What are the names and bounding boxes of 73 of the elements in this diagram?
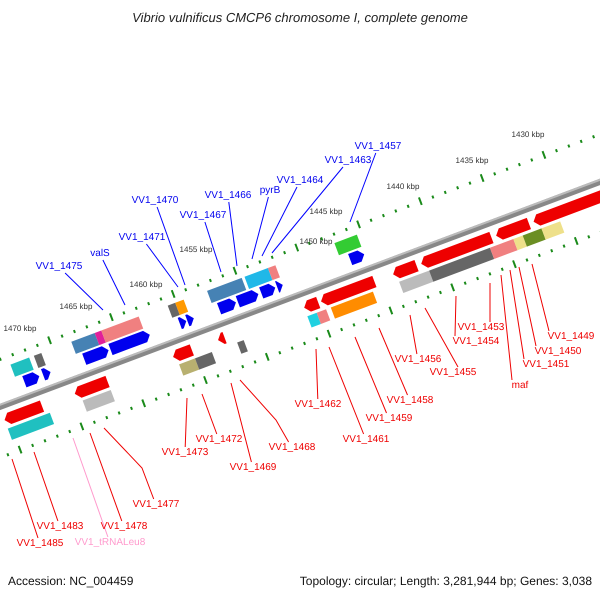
gene-label: VV1_1450: [534, 347, 582, 357]
gene-label: VV1_1462: [294, 400, 342, 410]
leader-line: [532, 264, 550, 332]
leader-line: [12, 458, 38, 538]
gene-label: VV1_1459: [366, 414, 412, 424]
gene-label: VV1_tRNALeu8: [74, 538, 146, 548]
leader-line: [104, 428, 154, 500]
gene-label: maf: [512, 381, 528, 391]
leader-line: [230, 382, 252, 462]
gene-label: VV1_1451: [522, 360, 570, 370]
gene-label: VV1_1461: [342, 435, 390, 445]
leader-line: [518, 266, 536, 346]
gene-label: VV1_1458: [386, 396, 434, 406]
gene-label: valS: [90, 249, 110, 259]
leader-line: [72, 438, 108, 538]
gene-label: VV1_1475: [36, 262, 82, 272]
leader-line: [510, 270, 524, 360]
footer-text: Accession: NC_004459: [8, 575, 134, 587]
leader-line: [262, 186, 298, 256]
leader-line: [350, 152, 376, 222]
leader-line: [64, 272, 104, 310]
leader-line: [252, 196, 269, 260]
gene-label: VV1_1464: [276, 176, 324, 186]
gene-label: VV1_1485: [16, 539, 64, 549]
gene-label: VV1_1457: [354, 142, 402, 152]
gene-label: VV1_1469: [230, 463, 276, 473]
gene-label: pyrB: [260, 186, 280, 196]
gene-label: VV1_1467: [180, 211, 226, 221]
tick-label: 1470 kbp: [4, 325, 36, 333]
gene-label: VV1_1453: [458, 323, 504, 333]
leader-line: [500, 274, 512, 380]
gene-label: VV1_1463: [324, 156, 372, 166]
gene-label: VV1_1454: [452, 337, 500, 347]
tick-label: 1435 kbp: [456, 157, 488, 165]
tick-label: 1465 kbp: [60, 303, 92, 311]
footer-text: Topology: circular; Length: 3,281,944 bp; Genes: 3,038: [300, 575, 592, 587]
leader-line: [184, 398, 188, 448]
leader-line: [272, 166, 344, 254]
leader-line: [424, 308, 458, 368]
leader-line: [156, 206, 186, 286]
leader-line: [34, 452, 58, 522]
tick-label: 1445 kbp: [310, 208, 342, 216]
leader-line: [102, 260, 126, 306]
gene-label: VV1_1470: [132, 196, 178, 206]
gene-label: VV1_1455: [430, 368, 476, 378]
leader-line: [328, 346, 364, 434]
leader-line: [410, 314, 418, 354]
gene-label: VV1_1468: [268, 443, 316, 453]
gene-label: VV1_1466: [204, 191, 252, 201]
tick-label: 1455 kbp: [180, 246, 212, 254]
gene-label: VV1_1483: [36, 522, 84, 532]
gene-label: VV1_1456: [394, 355, 442, 365]
leader-line: [202, 394, 218, 434]
leader-line: [204, 222, 222, 272]
leader-line: [378, 328, 408, 396]
tick-label: 1440 kbp: [386, 183, 420, 191]
leader-line: [354, 336, 387, 414]
title: Vibrio vulnificus CMCP6 chromosome I, complete genome: [131, 11, 469, 24]
leader-line: [228, 202, 238, 266]
gene-label: VV1_1478: [100, 522, 148, 532]
tick-label: 1460 kbp: [130, 281, 162, 289]
leader-line: [454, 296, 456, 336]
gene-label: VV1_1473: [162, 448, 208, 458]
tick-label: 1430 kbp: [512, 131, 544, 139]
leader-line: [90, 432, 122, 522]
leader-line: [240, 380, 290, 442]
tick-label: 1450 kbp: [300, 238, 332, 246]
leader-line: [316, 348, 318, 400]
gene-label: VV1_1471: [118, 233, 166, 243]
gene-label: VV1_1472: [196, 435, 242, 445]
leader-line: [146, 244, 178, 288]
gene-label: VV1_1477: [132, 500, 180, 510]
gene-label: VV1_1449: [548, 332, 594, 342]
